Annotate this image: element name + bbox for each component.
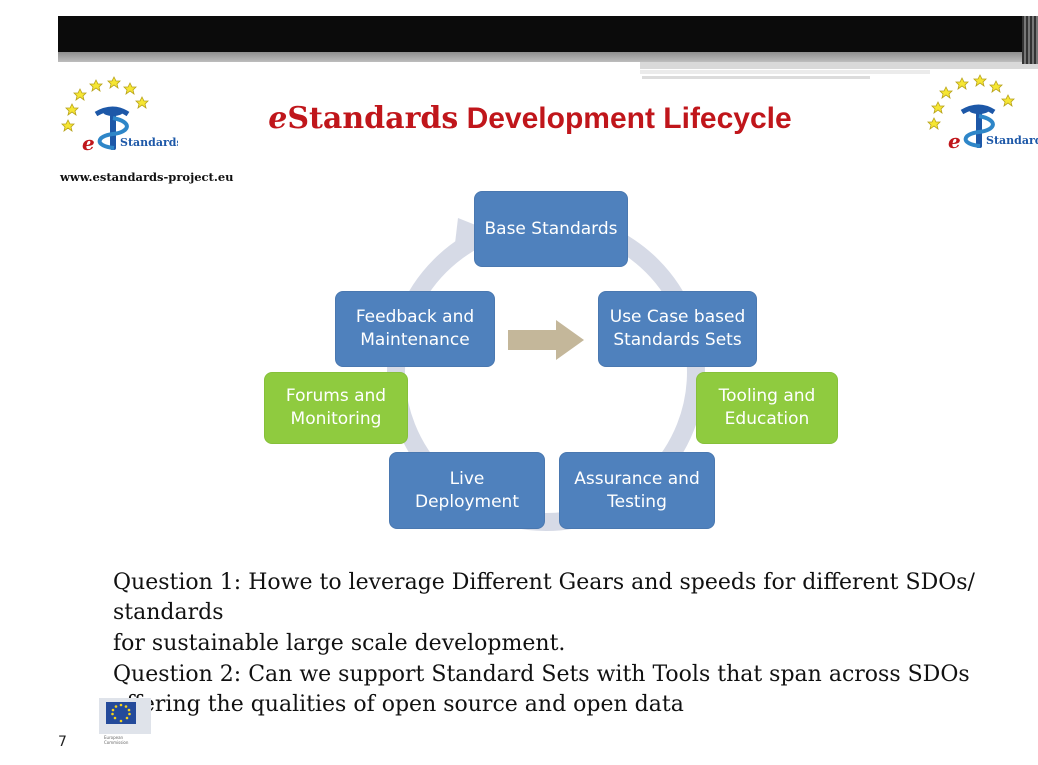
header-stripe-right-2 (640, 70, 930, 74)
header-stripe-right-3 (642, 76, 870, 79)
header-edge (1022, 16, 1038, 64)
header-stripe-right (640, 62, 1038, 69)
title-rest: Development Lifecycle (458, 102, 792, 135)
svg-text:Standards: Standards (986, 134, 1038, 147)
question-1-line-2: standards (113, 600, 224, 625)
question-2-line-2: offering the qualities of open source an… (113, 692, 684, 717)
page-number: 7 (58, 734, 67, 750)
question-1-line-3: for sustainable large scale development. (113, 631, 566, 656)
ring-arrowhead (454, 218, 488, 252)
svg-text:Standards: Standards (120, 136, 178, 149)
header-bar (58, 16, 1038, 52)
header-stripe (58, 52, 1038, 62)
box-base-standards: Base Standards (474, 191, 628, 267)
lifecycle-diagram: Base Standards Use Case based Standards … (230, 188, 850, 538)
eu-commission-logo: European Commission (99, 698, 151, 745)
slide-title: eStandards Development Lifecycle (200, 101, 860, 136)
svg-text:e: e (948, 129, 961, 153)
title-e: e (268, 101, 288, 136)
box-assurance-testing: Assurance and Testing (559, 452, 715, 529)
box-feedback-maintenance: Feedback and Maintenance (335, 291, 495, 367)
svg-text:European: European (104, 735, 124, 740)
svg-text:Commission: Commission (104, 740, 129, 745)
question-1-line-1: Question 1: Howe to leverage Different G… (113, 570, 975, 595)
estandards-logo-left: e Standards (61, 76, 178, 155)
box-tooling-education: Tooling and Education (696, 372, 838, 444)
box-live-deployment: Live Deployment (389, 452, 545, 529)
center-arrow (508, 320, 584, 360)
box-use-case-standards-sets: Use Case based Standards Sets (598, 291, 757, 367)
website-url: www.estandards-project.eu (60, 170, 234, 184)
title-standards: Standards (287, 101, 459, 136)
question-2-line-1: Question 2: Can we support Standard Sets… (113, 662, 970, 687)
box-forums-monitoring: Forums and Monitoring (264, 372, 408, 444)
estandards-logo-right: e Standards (927, 74, 1038, 153)
svg-text:e: e (82, 131, 95, 155)
